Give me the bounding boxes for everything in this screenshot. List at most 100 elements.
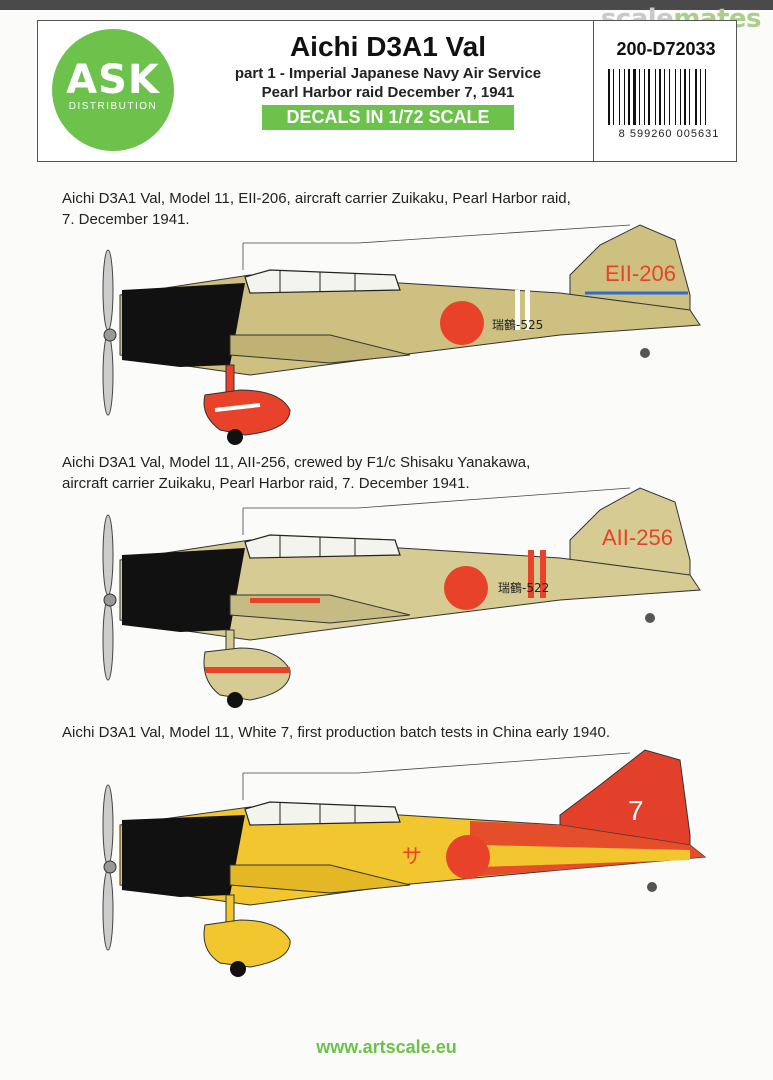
barcode-bar <box>639 69 640 125</box>
barcode-bar <box>611 69 612 125</box>
barcode <box>608 69 726 125</box>
barcode-bar <box>613 69 614 125</box>
profile-1-aircraft: 瑞鶴-525 EII-206 <box>102 224 701 445</box>
tail-wheel <box>647 882 657 892</box>
wheel <box>227 429 243 445</box>
hinomaru <box>440 301 484 345</box>
barcode-bar <box>695 69 697 125</box>
tail-wheel <box>640 348 650 358</box>
barcode-bar <box>608 69 610 125</box>
caption-line: Aichi D3A1 Val, Model 11, EII-206, aircr… <box>62 190 571 207</box>
barcode-bar <box>646 69 647 125</box>
barcode-bar <box>626 69 627 125</box>
wing <box>229 334 411 364</box>
hinomaru <box>446 835 490 879</box>
top-bar <box>0 0 773 10</box>
wheel <box>227 692 243 708</box>
spinner <box>103 328 117 342</box>
barcode-bar <box>707 69 708 125</box>
caption-line: Aichi D3A1 Val, Model 11, White 7, first… <box>62 724 611 741</box>
fuselage-code: 瑞鶴-525 <box>492 317 543 332</box>
wing <box>229 864 411 894</box>
wheel-spat <box>203 919 291 968</box>
profile-1-caption: Aichi D3A1 Val, Model 11, EII-206, aircr… <box>62 188 571 230</box>
barcode-bar <box>675 69 676 125</box>
landing-gear-leg <box>225 894 235 924</box>
cowling <box>122 283 245 367</box>
barcode-bar <box>684 69 686 125</box>
tail-wheel <box>645 613 655 623</box>
barcode-bar <box>633 69 636 125</box>
wheel <box>230 961 246 977</box>
wing-stripe <box>250 598 320 603</box>
barcode-bar <box>664 69 665 125</box>
barcode-bar <box>691 69 694 125</box>
propeller-upper <box>102 514 114 596</box>
rear-fuselage-yellow <box>480 845 690 867</box>
barcode-bar <box>637 69 638 125</box>
tail-code: 7 <box>628 795 644 826</box>
barcode-bar <box>662 69 663 125</box>
title-block: Aichi D3A1 Val part 1 - Imperial Japanes… <box>188 31 588 130</box>
barcode-bar <box>702 69 704 125</box>
barcode-bar <box>648 69 650 125</box>
barcode-bar <box>682 69 683 125</box>
barcode-bar <box>624 69 625 125</box>
barcode-bar <box>671 69 674 125</box>
barcode-bar <box>619 69 620 125</box>
barcode-bar <box>666 69 668 125</box>
spinner <box>103 860 117 874</box>
page-title: Aichi D3A1 Val <box>289 31 487 62</box>
cowling <box>122 815 245 897</box>
barcode-bar <box>669 69 670 125</box>
canopy <box>244 801 401 826</box>
hinomaru <box>444 566 488 610</box>
barcode-bar <box>687 69 688 125</box>
barcode-bar <box>659 69 661 125</box>
barcode-bar <box>628 69 630 125</box>
barcode-bar <box>651 69 654 125</box>
spinner <box>103 593 117 607</box>
landing-gear-leg <box>225 364 235 396</box>
fuselage-stripe <box>515 290 520 330</box>
caption-line: aircraft carrier Zuikaku, Pearl Harbor r… <box>62 475 470 492</box>
fuselage-code: 瑞鶴-522 <box>498 580 549 595</box>
product-code: 200-D72033 <box>616 39 716 59</box>
subtitle-1: part 1 - Imperial Japanese Navy Air Serv… <box>234 65 542 82</box>
barcode-bar <box>700 69 701 125</box>
canopy <box>244 269 401 294</box>
barcode-bar <box>705 69 706 125</box>
caption-line: 7. December 1941. <box>62 211 190 228</box>
profile-2-caption: Aichi D3A1 Val, Model 11, AII-256, crewe… <box>62 452 530 494</box>
logo-subtext: DISTRIBUTION <box>68 101 158 112</box>
barcode-bar <box>615 69 618 125</box>
tail-code: AII-256 <box>602 525 673 550</box>
profile-3-aircraft: サ 7 <box>102 749 707 977</box>
canopy <box>244 534 401 559</box>
barcode-bar <box>621 69 623 125</box>
subtitle-2: Pearl Harbor raid December 7, 1941 <box>261 84 515 101</box>
wheel-spat <box>203 389 291 436</box>
logo-text: ASK <box>66 57 160 103</box>
cowling <box>122 548 245 632</box>
barcode-bar <box>655 69 656 125</box>
fuselage-code: サ <box>402 844 422 868</box>
propeller-lower <box>102 869 114 951</box>
propeller-upper <box>102 249 114 331</box>
landing-gear-leg <box>225 629 235 651</box>
propeller-lower <box>102 334 114 416</box>
fuselage-stripe <box>528 550 534 598</box>
barcode-bar <box>677 69 679 125</box>
footer-url[interactable]: www.artscale.eu <box>316 1037 457 1057</box>
profile-3-caption: Aichi D3A1 Val, Model 11, White 7, first… <box>62 722 610 743</box>
barcode-bar <box>641 69 643 125</box>
header-box: ASK DISTRIBUTION Aichi D3A1 Val part 1 -… <box>37 20 737 162</box>
barcode-bar <box>657 69 658 125</box>
propeller-upper <box>102 784 114 866</box>
ask-logo: ASK DISTRIBUTION <box>52 29 174 151</box>
barcode-number: 8 599260 005631 <box>618 128 720 140</box>
header-divider <box>593 21 594 161</box>
barcode-bar <box>680 69 681 125</box>
barcode-bar <box>698 69 699 125</box>
propeller-lower <box>102 599 114 681</box>
